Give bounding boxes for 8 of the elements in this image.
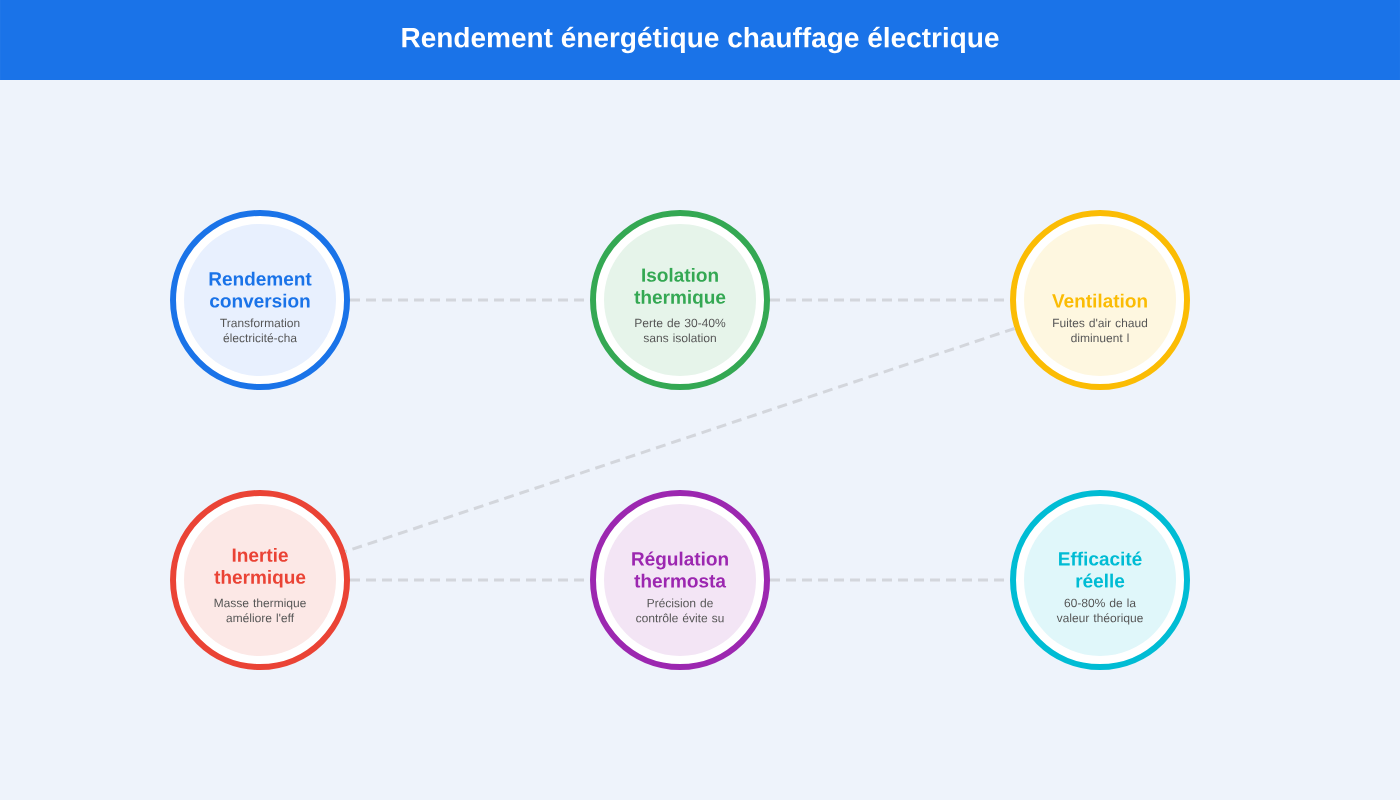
- node-title: Régulation thermosta: [632, 551, 728, 588]
- node-title: Inertie thermique: [214, 547, 306, 588]
- node-title: Efficacité réelle: [1059, 551, 1142, 588]
- dashed-connector: [344, 327, 1016, 553]
- node-title: Rendement conversion: [209, 271, 312, 308]
- node-title: Ventilation: [1052, 293, 1147, 308]
- node-title: Isolation thermique: [634, 267, 726, 308]
- title-banner: Rendement énergétique chauffage électrique: [0, 0, 1400, 80]
